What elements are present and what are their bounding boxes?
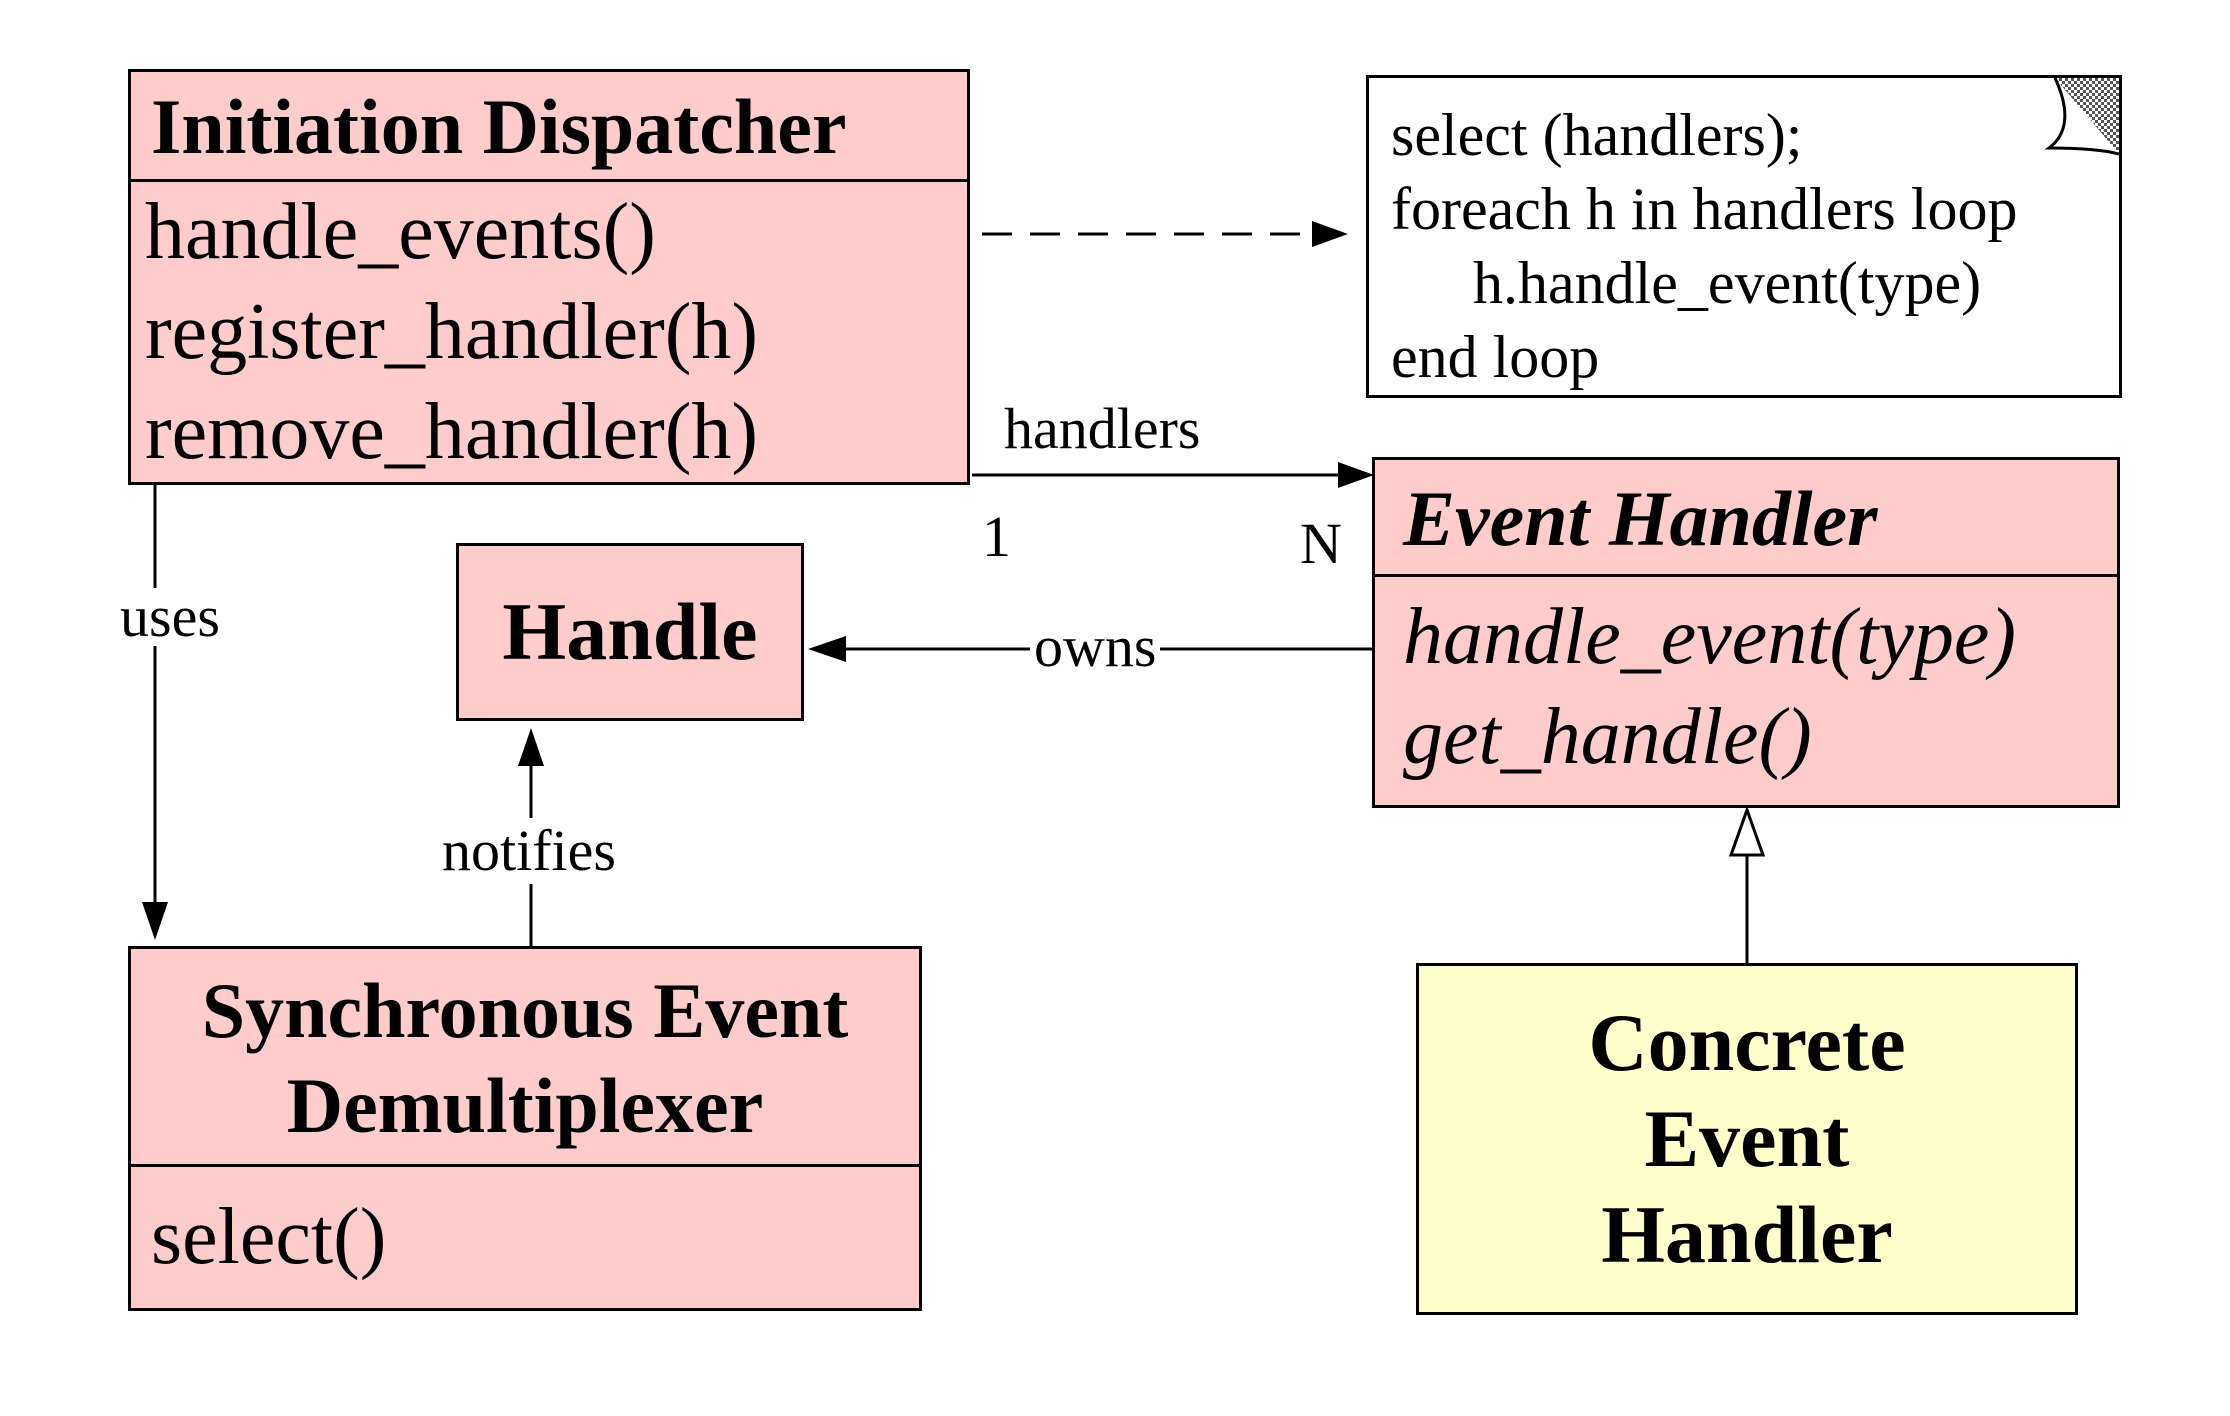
operations-compartment: handle_event(type) get_handle() [1375,577,2117,787]
class-name: Handle [502,586,758,677]
notifies-label: notifies [438,818,620,884]
handlers-association-arrow [972,462,1374,488]
concrete-event-handler-class[interactable]: Concrete Event Handler [1416,963,2078,1315]
note-line: foreach h in handlers loop [1391,176,2018,242]
operation-select: select() [151,1193,387,1281]
operation-get-handle: get_handle() [1403,693,1812,781]
operations-compartment: select() [131,1167,919,1297]
class-name: Initiation Dispatcher [131,72,967,182]
class-name: Event Handler [1375,460,2117,577]
synchronous-event-demultiplexer-class[interactable]: Synchronous Event Demultiplexer select() [128,946,922,1311]
operation-remove-handler: remove_handler(h) [145,388,759,476]
class-name: Synchronous Event Demultiplexer [131,949,919,1167]
inheritance-arrow [1728,805,1766,963]
uses-arrow [142,485,168,940]
operations-compartment: handle_events() register_handler(h) remo… [131,182,967,482]
note-line: h.handle_event(type) [1473,250,1982,316]
handlers-label: handlers [1004,396,1201,461]
multiplicity-one: 1 [982,504,1011,569]
handle-class[interactable]: Handle [456,543,804,721]
note-line: end loop [1391,324,1600,390]
note-fold-corner [2044,78,2119,156]
class-name: Concrete Event Handler [1588,997,1906,1280]
uses-label: uses [120,584,220,649]
operation-handle-event: handle_event(type) [1403,593,2017,681]
operation-handle-events: handle_events() [145,188,656,276]
initiation-dispatcher-class[interactable]: Initiation Dispatcher handle_events() re… [128,69,970,485]
pseudocode-note: select (handlers); foreach h in handlers… [1366,75,2122,398]
owns-label: owns [1030,618,1161,676]
event-handler-class[interactable]: Event Handler handle_event(type) get_han… [1372,457,2120,808]
multiplicity-n: N [1300,511,1342,576]
operation-register-handler: register_handler(h) [145,288,759,376]
note-line: select (handlers); [1391,102,1803,168]
